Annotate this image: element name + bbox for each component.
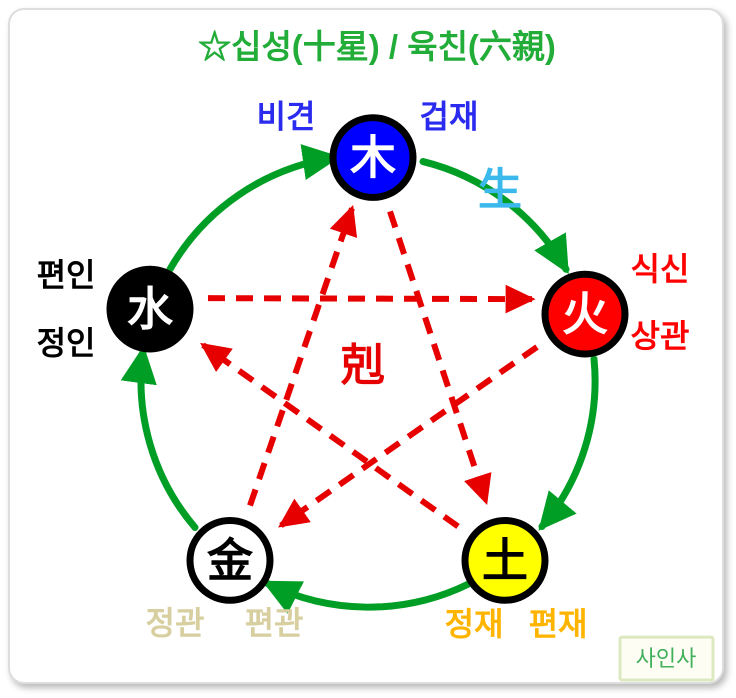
diagram-title: ☆십성(十星) / 육친(六親) — [198, 28, 556, 65]
arrow-metal-to-wood — [247, 205, 358, 507]
label-bigyeon: 비견 — [257, 99, 316, 135]
element-node-water: 水 — [106, 265, 194, 353]
diagram-card: ☆십성(十星) / 육친(六親) 生 剋 木 火 土 金 水 비 — [8, 8, 724, 684]
destruction-cycle-arrows — [200, 205, 539, 529]
watermark-box: 사인사 — [618, 635, 715, 682]
element-node-wood: 木 — [329, 114, 417, 201]
arrow-earth-to-water — [200, 342, 460, 529]
arrow-metal-to-water — [120, 345, 199, 531]
fire-char: 火 — [562, 289, 608, 340]
arrow-earth-to-metal — [261, 579, 472, 614]
metal-char: 金 — [206, 535, 254, 586]
arrow-fire-to-earth — [538, 355, 599, 531]
five-elements-diagram: ☆십성(十星) / 육친(六親) 生 剋 木 火 土 金 水 비 — [37, 28, 715, 682]
arrow-water-to-fire — [207, 284, 536, 314]
wood-circle — [329, 114, 417, 201]
element-node-metal: 金 — [186, 516, 274, 604]
element-node-earth: 土 — [461, 516, 549, 604]
label-pyeongwan: 편관 — [245, 605, 304, 641]
ten-gods-labels: 비견 겁재 식신 상관 정재 편재 정관 편관 편인 정인 — [37, 99, 690, 642]
earth-circle — [461, 516, 549, 604]
wood-char: 木 — [350, 133, 396, 184]
arrow-wood-to-fire — [419, 158, 570, 275]
arrow-wood-to-earth — [387, 210, 492, 505]
water-char: 水 — [127, 284, 174, 335]
water-circle — [106, 265, 194, 353]
destruction-label: 剋 — [340, 341, 385, 390]
element-node-fire: 火 — [541, 270, 629, 358]
metal-circle — [186, 516, 274, 604]
label-jeongjae: 정재 — [445, 606, 504, 642]
watermark-frame — [618, 635, 715, 682]
label-sanggwan: 상관 — [631, 318, 690, 354]
earth-char: 土 — [482, 535, 528, 586]
label-geopjae: 겁재 — [420, 99, 479, 135]
arrow-water-to-wood — [166, 144, 341, 273]
label-siksin: 식신 — [631, 251, 690, 287]
label-jeonggwan: 정관 — [146, 605, 205, 641]
label-jeongin: 정인 — [37, 325, 96, 361]
fire-circle — [541, 270, 629, 358]
generation-cycle-arrows — [120, 144, 599, 614]
generation-label: 生 — [478, 165, 522, 214]
watermark-text: 사인사 — [636, 646, 697, 671]
label-pyeonin: 편인 — [37, 257, 96, 293]
arrow-fire-to-metal — [278, 344, 539, 528]
label-pyeonjae: 편재 — [529, 606, 588, 642]
